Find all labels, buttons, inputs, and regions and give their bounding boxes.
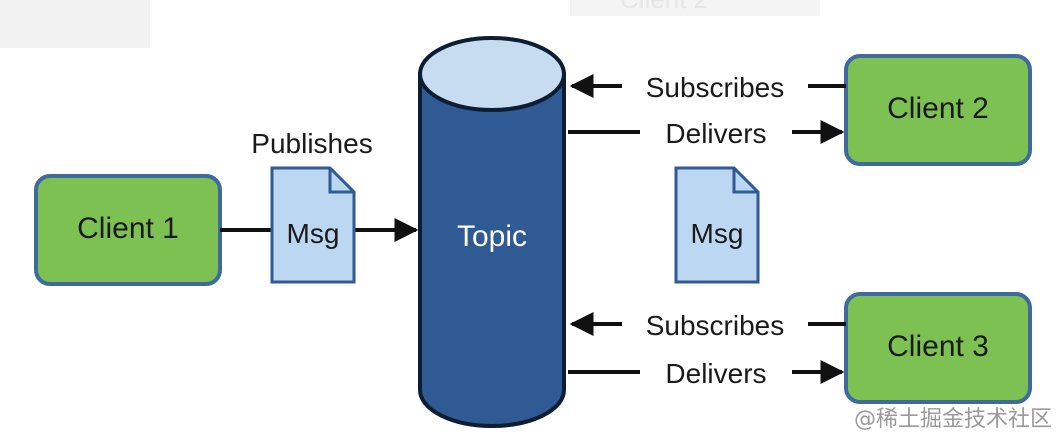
client-3-label: Client 3 [887,330,989,363]
delivers-bottom-label: Delivers [665,358,766,389]
client-3-node: Client 3 [844,292,1032,404]
deliver-msg-label: Msg [691,218,744,249]
subscribes-top-label: Subscribes [646,72,785,103]
client-1-label: Client 1 [77,212,179,245]
background-fragment-top [570,0,820,16]
delivers-top-label: Delivers [665,118,766,149]
publishes-label: Publishes [251,128,372,159]
deliver-msg-document: Msg [674,166,760,284]
topic-label: Topic [457,220,527,253]
background-label: Client 2 [620,0,708,14]
subscribes-bottom-label: Subscribes [646,310,785,341]
client-2-node: Client 2 [844,54,1032,166]
topic-cylinder: Topic [418,36,566,428]
client-1-node: Client 1 [34,174,222,286]
watermark: @稀土掘金技术社区 [854,407,1052,432]
background-fragment-top-left [0,0,150,48]
publish-msg-label: Msg [287,218,340,249]
client-2-label: Client 2 [887,92,989,125]
publish-msg-document: Msg [270,166,356,284]
